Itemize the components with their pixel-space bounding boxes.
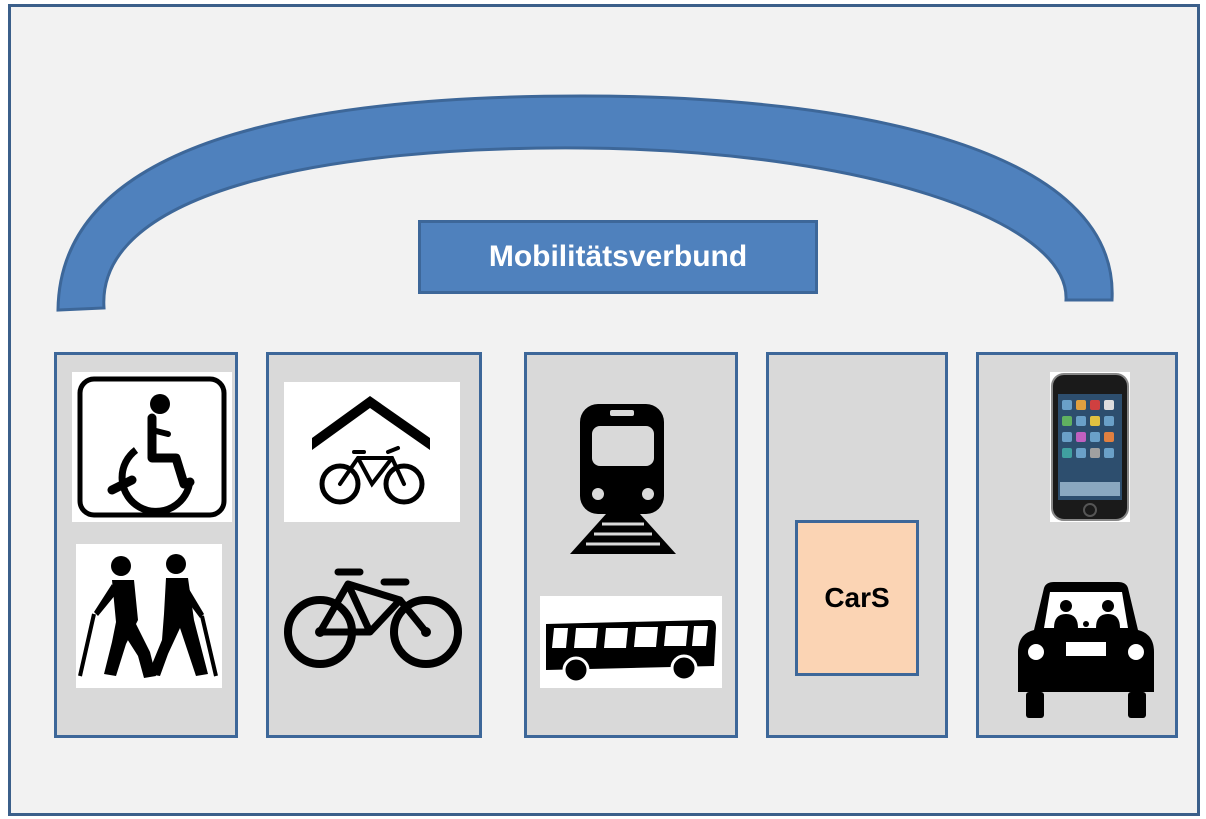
title-box: Mobilitätsverbund [418, 220, 818, 294]
bus-icon [540, 596, 722, 688]
wheelchair-icon [72, 372, 232, 522]
hikers-icon [76, 544, 222, 688]
smartphone-icon [1050, 372, 1130, 522]
car-icon [1014, 580, 1158, 720]
bike-parking-icon [284, 382, 460, 522]
carsharing-box: CarS [795, 520, 919, 676]
train-icon [566, 400, 680, 556]
bicycle-icon [282, 560, 466, 684]
